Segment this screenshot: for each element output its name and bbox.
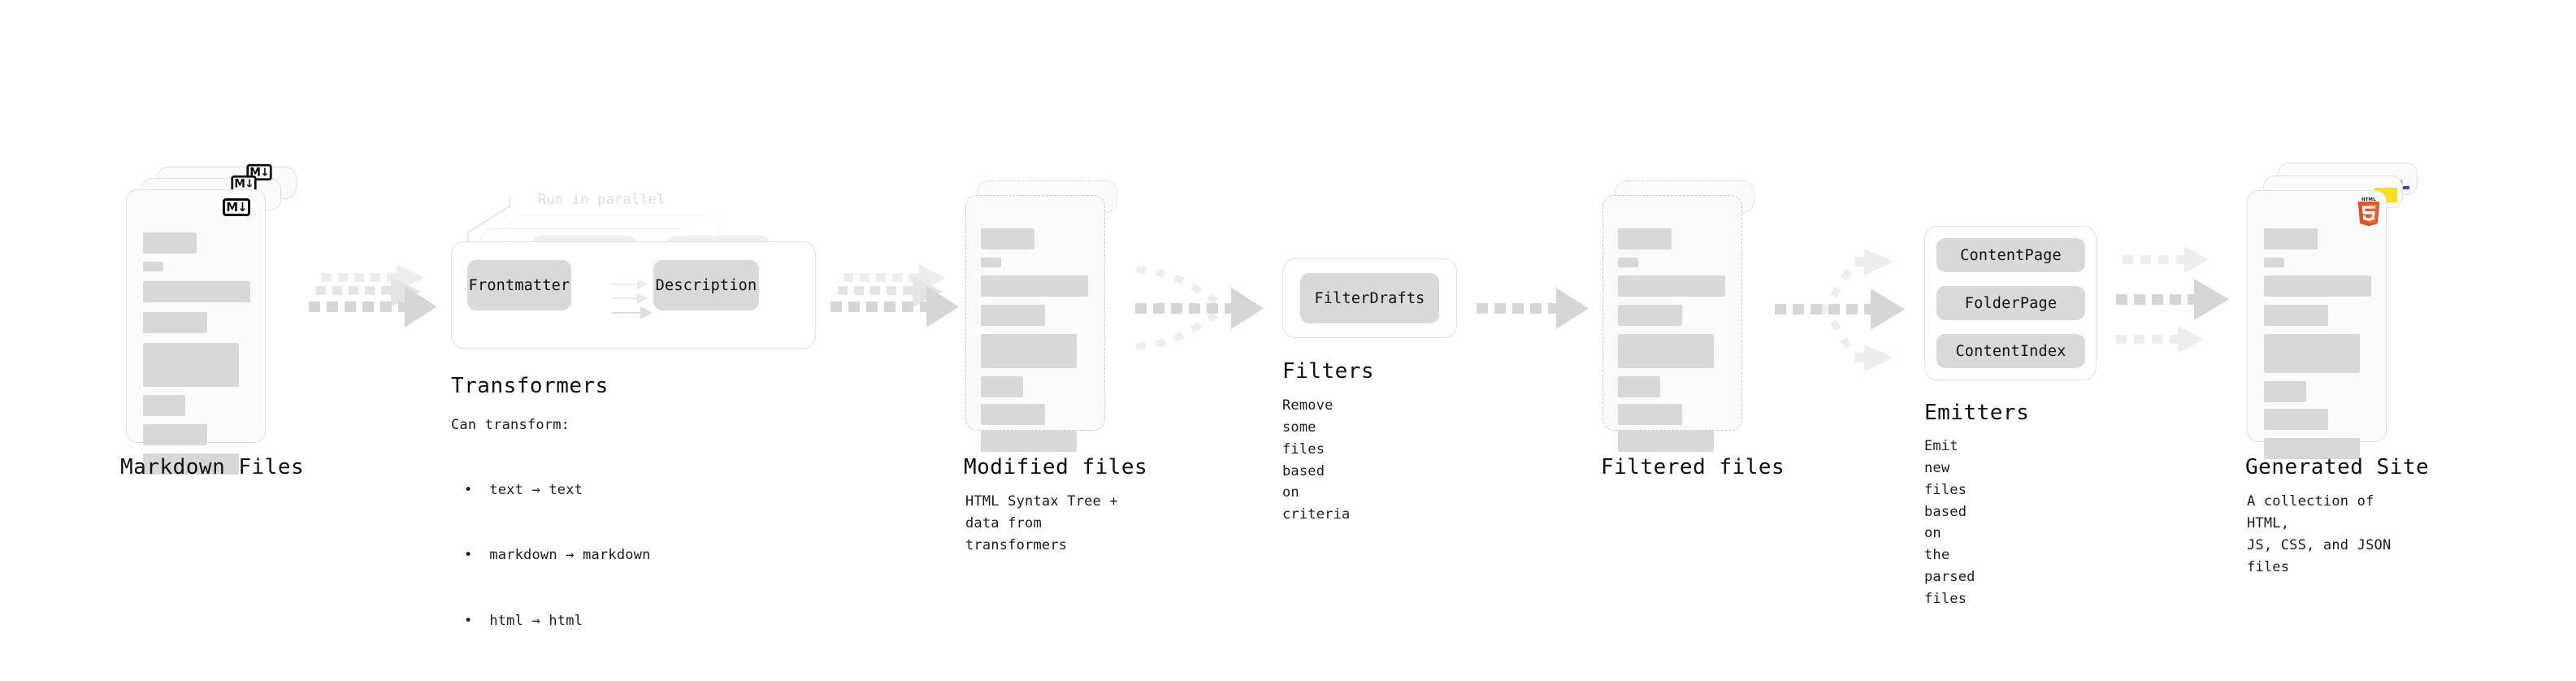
chip-contentpage[interactable]: ContentPage (1936, 238, 2085, 272)
transformer-inner-arrows (612, 279, 653, 319)
filtered-file-stack (1602, 180, 1777, 452)
bullet-markdown-to-markdown: • markdown → markdown (464, 547, 651, 564)
connector-filters-to-filtered (1477, 288, 1589, 329)
markdown-icon-back-1: M↓ (231, 175, 257, 193)
markdown-file-stack: M↓ M↓ M↓ (126, 163, 301, 475)
stage-title-markdown-files: Markdown Files (120, 455, 305, 479)
markdown-icon: M↓ (223, 198, 250, 216)
generated-site-file-stack: CSS HTML (2247, 163, 2422, 459)
stage-filtered-files: Filtered files (1601, 180, 1785, 479)
stage-title-filters: Filters (1282, 359, 1375, 384)
connector-markdown-to-transformers (309, 264, 437, 327)
file-card-front (965, 195, 1105, 452)
run-in-parallel-label: Run in parallel (538, 192, 666, 208)
chip-frontmatter[interactable]: Frontmatter (467, 260, 571, 310)
stage-title-transformers: Transformers (451, 374, 609, 398)
stage-generated-site: CSS HTML (2245, 163, 2429, 575)
transformers-caption-head: Can transform: (451, 417, 570, 433)
connector-transformers-to-modified (830, 264, 959, 327)
filters-caption: Remove some files based on criteria (1282, 397, 1351, 523)
connector-emitters-to-site (2116, 246, 2229, 353)
file-card-front-html (2247, 190, 2387, 459)
file-card-front: M↓ (126, 189, 266, 475)
stage-modified-files: Modified files HTML Syntax Tree + data f… (964, 180, 1147, 553)
modified-files-caption: HTML Syntax Tree + data from transformer… (965, 493, 1118, 553)
emitters-caption: Emit new files based on the parsed files (1924, 438, 1975, 608)
stage-title-modified-files: Modified files (964, 455, 1148, 479)
svg-text:HTML: HTML (2361, 197, 2376, 202)
markdown-icon-glyph: M↓ (249, 165, 269, 179)
html5-icon: HTML (2357, 197, 2381, 226)
stage-title-emitters: Emitters (1924, 401, 2030, 425)
modified-file-stack (965, 180, 1140, 452)
bullet-html-to-html: • html → html (464, 612, 583, 629)
connector-filtered-to-emitters (1775, 249, 1905, 371)
stage-markdown-files: M↓ M↓ M↓ (120, 163, 304, 479)
chip-description[interactable]: Description (653, 260, 759, 310)
connector-modified-to-filters (1135, 266, 1264, 350)
markdown-icon-glyph: M↓ (226, 199, 247, 215)
transformers-bullets: • text → text • markdown → markdown • ht… (464, 436, 651, 675)
chip-folderpage[interactable]: FolderPage (1936, 286, 2085, 320)
generated-site-caption: A collection of HTML, JS, CSS, and JSON … (2247, 493, 2392, 575)
bullet-text-to-text: • text → text (464, 481, 583, 498)
chip-contentindex[interactable]: ContentIndex (1936, 334, 2085, 368)
stage-title-filtered-files: Filtered files (1601, 455, 1785, 479)
stage-title-generated-site: Generated Site (2245, 455, 2430, 479)
chip-filterdrafts[interactable]: FilterDrafts (1300, 273, 1439, 323)
markdown-icon-glyph: M↓ (234, 176, 254, 190)
file-card-front (1602, 195, 1742, 452)
